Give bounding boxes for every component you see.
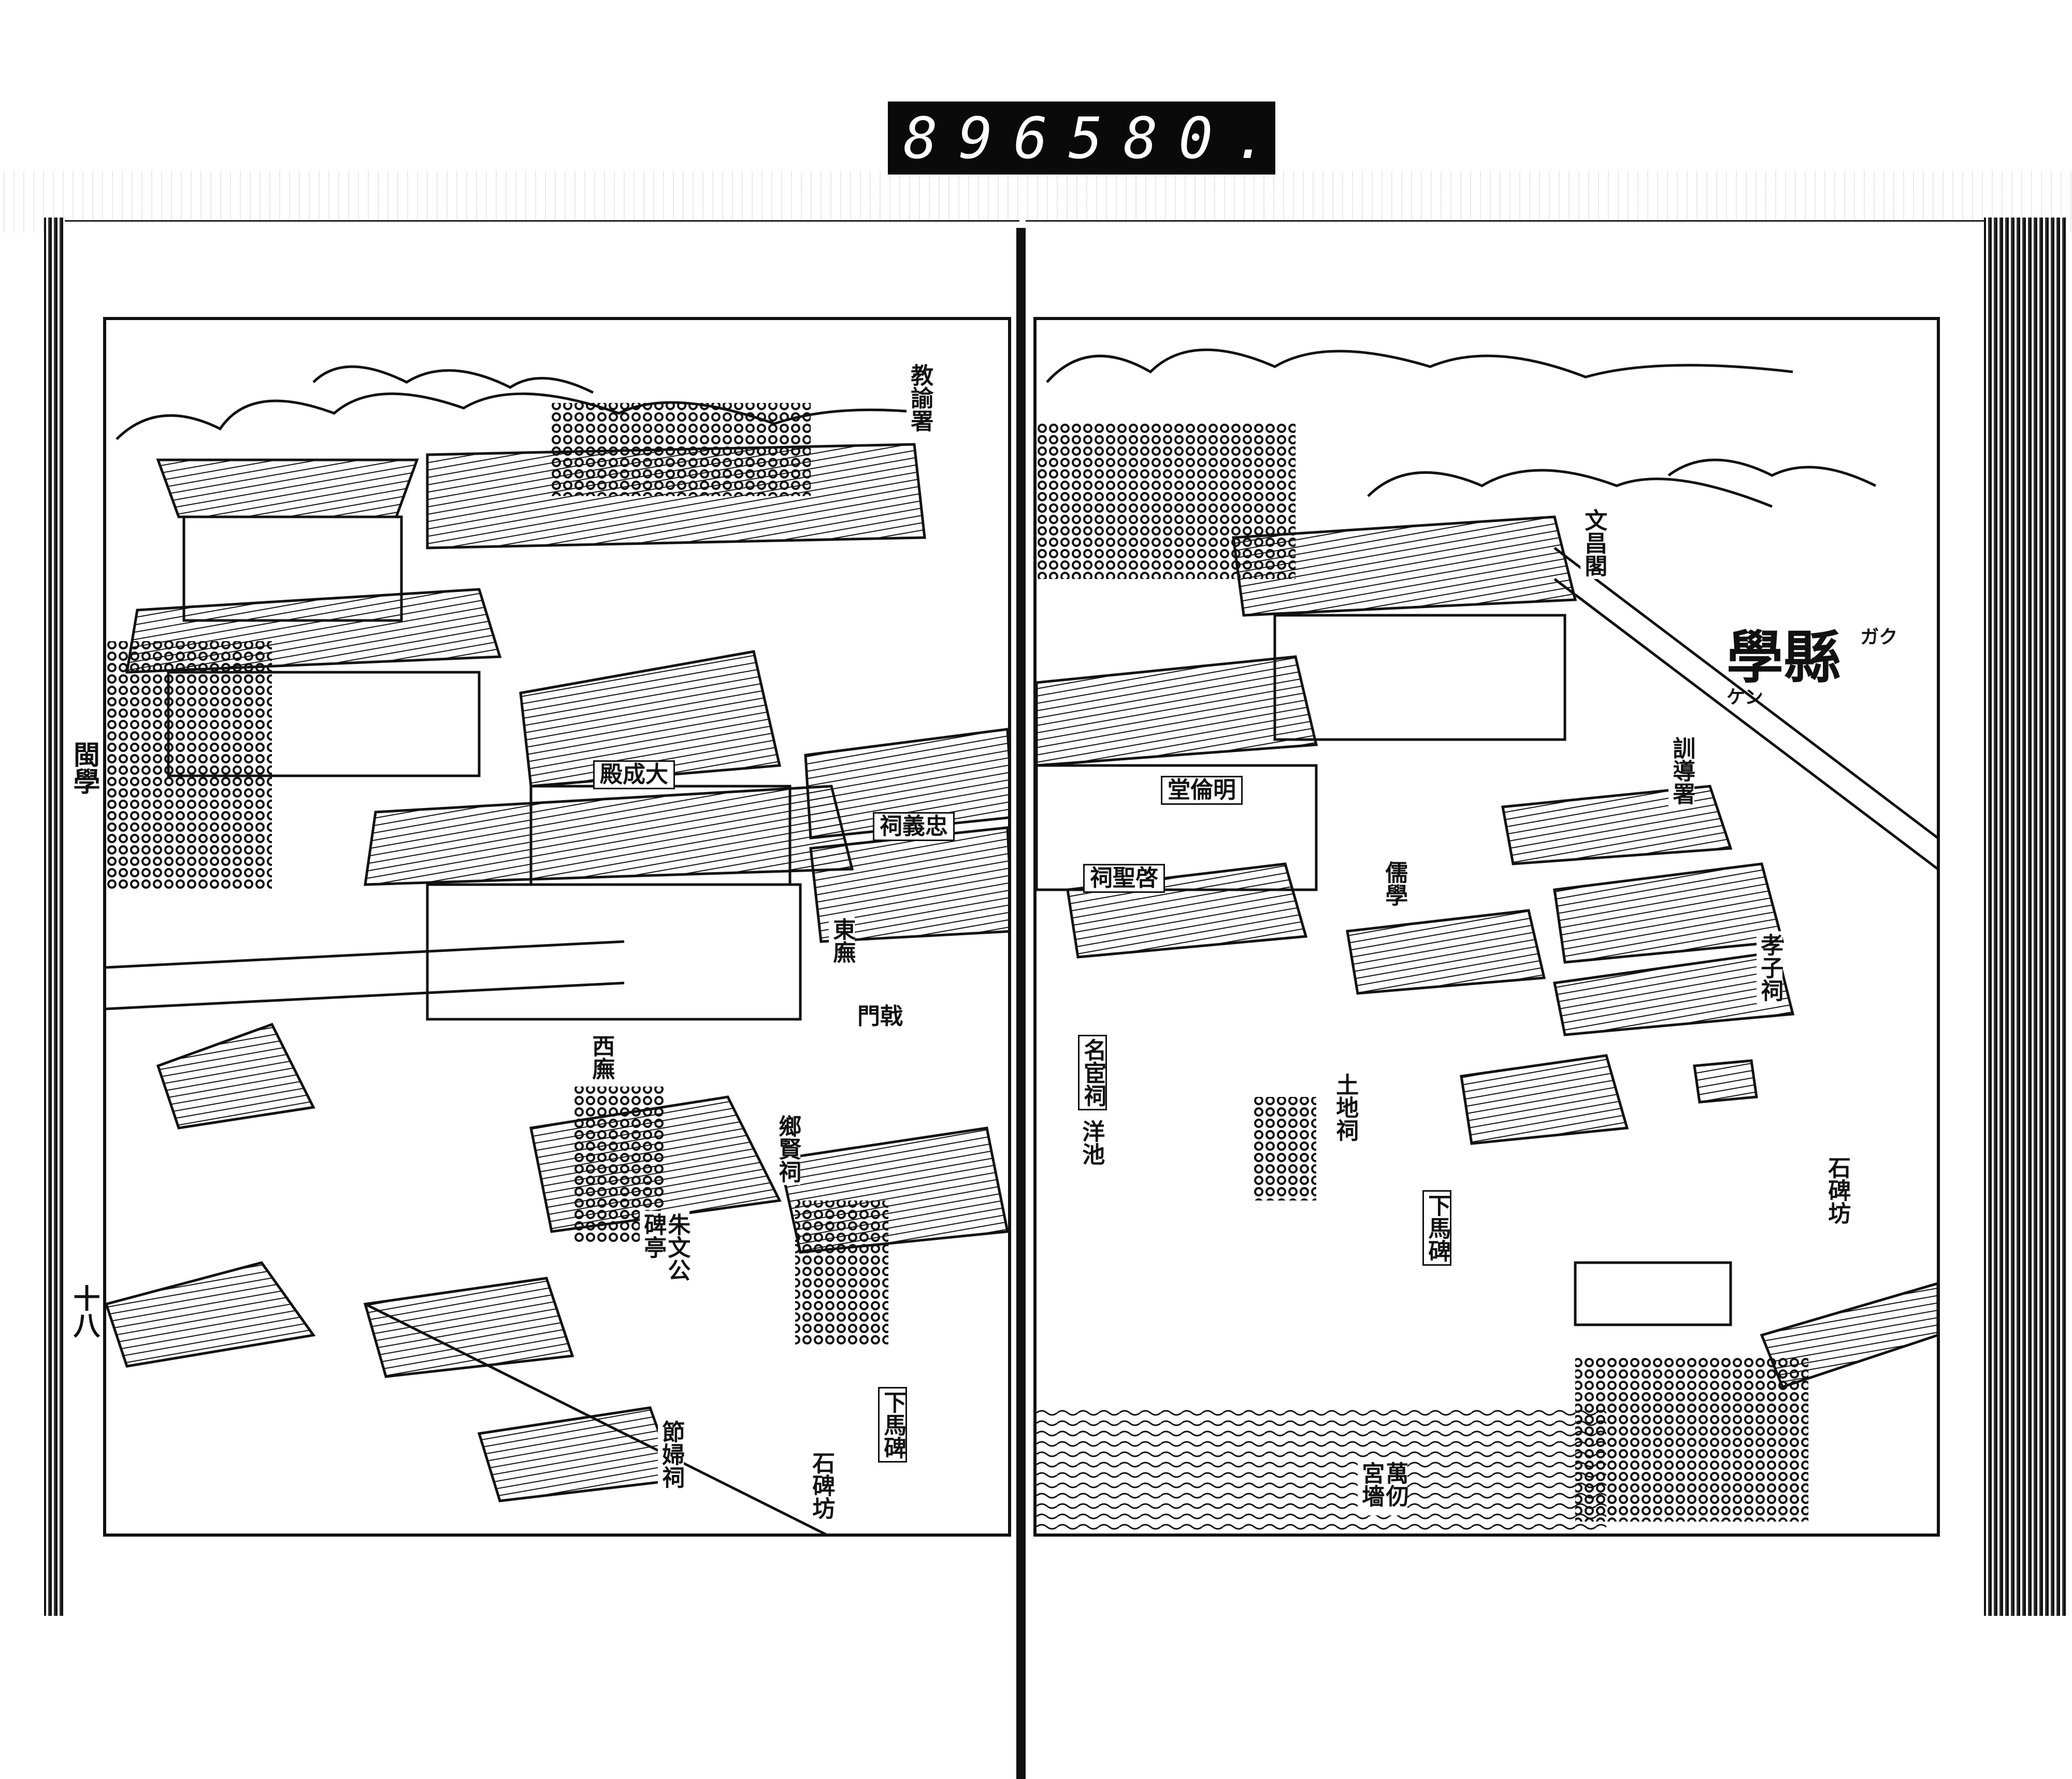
left-illustration-frame: 教諭署 殿成大 祠義忠 東廡 西廡 門戟 鄉賢祠 朱文公碑亭 節婦祠 石碑坊 下… xyxy=(103,317,1011,1537)
ruby-xue: ガク xyxy=(1860,626,1898,648)
title-xianxue: 縣學 ガク ケン xyxy=(1725,626,1937,749)
label-wenchang-ge: 文昌閣 xyxy=(1580,507,1607,579)
trees xyxy=(106,403,888,1346)
label-ji-men: 門戟 xyxy=(852,1004,908,1030)
label-xundao-shu: 訓導署 xyxy=(1668,734,1695,807)
label-xiangxian-ci: 鄉賢祠 xyxy=(774,1112,801,1185)
frame-counter-label: 896 580. xyxy=(888,102,1275,175)
label-shibeifang: 石碑坊 xyxy=(808,1449,834,1522)
right-book-edge xyxy=(1984,218,2067,1616)
label-dacheng-dian: 殿成大 xyxy=(593,760,675,790)
label-zhongyi-ci: 祠義忠 xyxy=(873,812,955,842)
page-number: 十八 xyxy=(68,1284,100,1338)
margin-title: 閩學 xyxy=(68,741,100,794)
label-qisheng-ci: 祠聖啓 xyxy=(1083,864,1165,893)
right-illustration xyxy=(1037,348,1937,1534)
label-xiamabei: 下馬碑 xyxy=(1422,1190,1452,1266)
trees xyxy=(1037,424,1808,1522)
counter-right: 580. xyxy=(1068,105,1289,171)
label-dong-wu: 東廡 xyxy=(829,916,855,965)
left-illustration xyxy=(106,365,1008,1534)
label-xi-wu: 西廡 xyxy=(588,1032,614,1082)
title-text: 縣學 xyxy=(1726,624,1840,691)
label-jiefu-ci: 節婦祠 xyxy=(658,1418,684,1491)
label-shibeifang: 石碑坊 xyxy=(1824,1154,1850,1226)
label-ru-xue: 儒學 xyxy=(1381,859,1407,908)
label-jiaoyu-shu: 教諭署 xyxy=(906,361,933,434)
label-wanren-gongqiang: 萬仞宮墻 xyxy=(1358,1459,1408,1515)
counter-left: 896 xyxy=(903,105,1069,171)
label-minghuan-ci: 名宦祠 xyxy=(1078,1035,1107,1110)
label-pan-chi: 洋池 xyxy=(1078,1118,1104,1167)
left-book-edge xyxy=(44,218,65,1616)
buildings xyxy=(106,443,1008,1534)
ruby-xian: ケン xyxy=(1726,686,1763,708)
label-xiaozi-ci: 孝子祠 xyxy=(1757,931,1783,1004)
clouds xyxy=(1046,348,1877,508)
pond-water xyxy=(1037,1408,1606,1534)
label-tudi-ci: 土地祠 xyxy=(1332,1071,1358,1144)
book-spine xyxy=(1016,228,1026,1779)
label-minglun-tang: 堂倫明 xyxy=(1161,776,1243,805)
label-zhuwengong-beiting: 朱文公碑亭 xyxy=(640,1211,690,1303)
right-illustration-frame: 文昌閣 縣學 ガク ケン 訓導署 堂倫明 祠聖啓 儒學 孝子祠 名宦祠 洋池 土… xyxy=(1033,317,1940,1537)
label-xiamabei: 下馬碑 xyxy=(878,1387,908,1463)
